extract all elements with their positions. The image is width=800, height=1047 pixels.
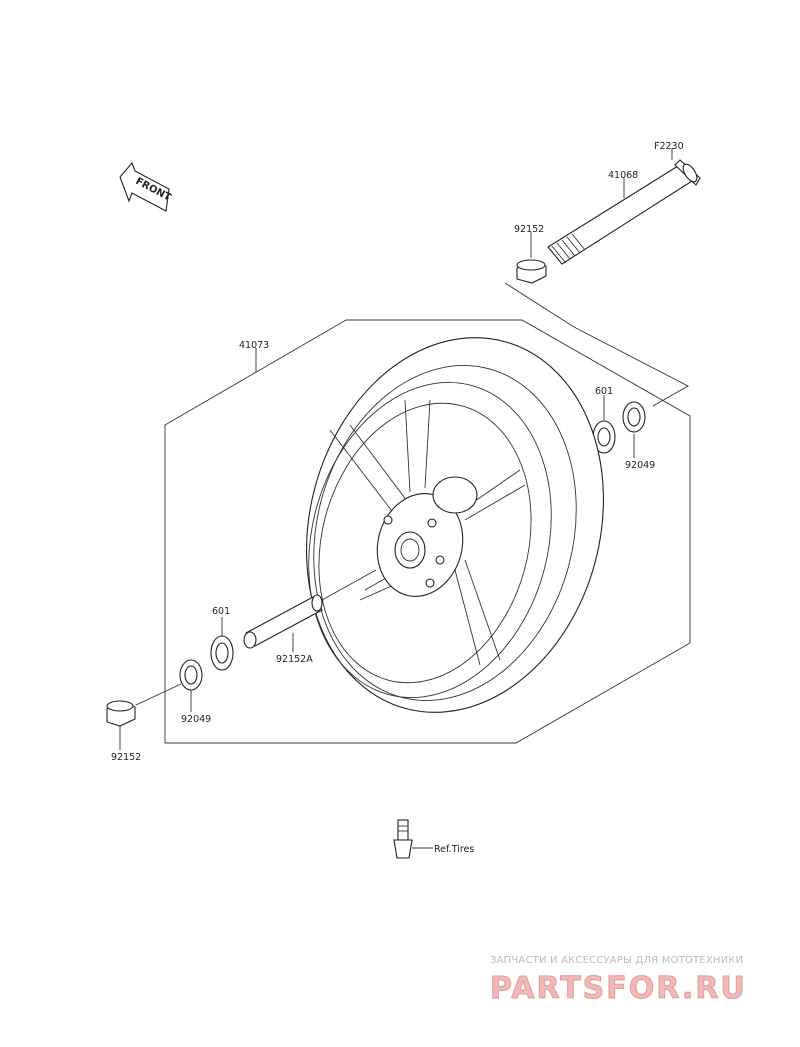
label-92152-bottom: 92152 (111, 752, 141, 763)
front-direction-arrow: FRONT (119, 161, 173, 212)
collar-92152-bottom (106, 700, 136, 727)
label-f2230: F2230 (654, 141, 684, 152)
spacer-92152a (243, 594, 323, 649)
label-ref-tires: Ref.Tires (434, 844, 474, 855)
watermark: ЗАПЧАСТИ И АКСЕССУАРЫ ДЛЯ МОТОТЕХНИКИ PA… (490, 955, 747, 1007)
label-41073: 41073 (239, 340, 269, 351)
bearing-601-left (210, 635, 234, 671)
assembly-frame (164, 319, 691, 744)
label-92152-top: 92152 (514, 224, 544, 235)
label-92152a: 92152A (276, 654, 313, 665)
label-601-left: 601 (212, 606, 230, 617)
wheel-41073 (306, 337, 604, 713)
label-92049-left: 92049 (181, 714, 211, 725)
seal-92049-right (622, 401, 646, 433)
label-601-right: 601 (595, 386, 613, 397)
tire-valve (393, 819, 413, 859)
collar-92152-top (516, 259, 547, 284)
leader-lines (119, 148, 673, 750)
axle-41068 (547, 159, 701, 265)
watermark-logo: PARTSFOR.RU (490, 971, 747, 1006)
label-41068: 41068 (608, 170, 638, 181)
watermark-tagline: ЗАПЧАСТИ И АКСЕССУАРЫ ДЛЯ МОТОТЕХНИКИ (490, 955, 743, 966)
axle-group-frame (504, 282, 689, 407)
seal-92049-left (179, 659, 203, 691)
label-92049-right: 92049 (625, 460, 655, 471)
